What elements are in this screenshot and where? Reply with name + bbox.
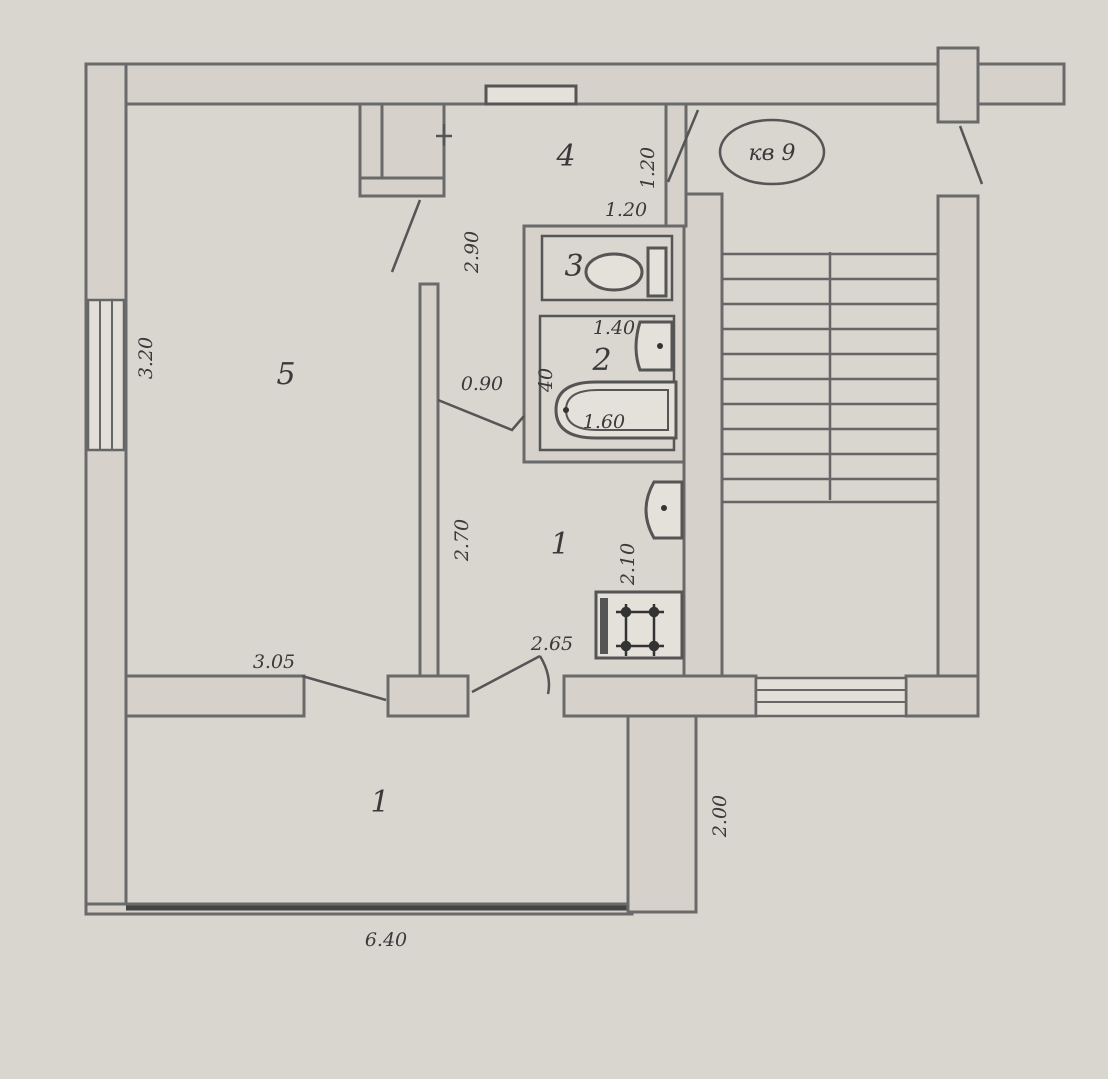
dim-2-90: 2.90 (461, 231, 483, 274)
staircase (722, 252, 938, 718)
dim-1-60: 1.60 (583, 411, 625, 433)
closet-bottom (358, 176, 446, 198)
partition-5-1 (418, 282, 440, 678)
mid-wall-right (562, 674, 758, 718)
corner-column (936, 46, 980, 124)
dim-6-40: 6.40 (365, 929, 407, 951)
top-vent (484, 84, 578, 106)
dim-1-40: 1.40 (593, 317, 635, 339)
room-number-5: 5 (276, 357, 295, 392)
door-5 (390, 199, 422, 273)
left-window (86, 298, 126, 452)
dim-1-20-horizontal: 1.20 (605, 199, 647, 221)
apartment-label: кв 9 (749, 141, 796, 166)
right-lower-pier (626, 714, 698, 914)
kitchen-sink-icon (644, 480, 684, 540)
stove-icon (594, 590, 684, 660)
door-lower-left (301, 674, 387, 702)
door-lower-right (471, 654, 541, 694)
dim-2-65: 2.65 (530, 633, 573, 655)
dim-3-20: 3.20 (135, 337, 157, 379)
exterior-walls (84, 46, 1066, 916)
room-number-3: 3 (564, 249, 583, 284)
door-stair (958, 125, 984, 185)
toilet-icon (584, 246, 668, 298)
left-wall (84, 62, 128, 916)
stair-left-wall (682, 192, 724, 718)
room-number-1-kitchen: 1 (550, 527, 569, 562)
dim-2-70: 2.70 (451, 519, 473, 562)
stair-right-wall (936, 194, 980, 718)
dim-1-20-vertical: 1.20 (637, 147, 659, 189)
dim-3-05: 3.05 (253, 651, 295, 673)
bathtub-icon (554, 380, 678, 440)
dim-40: 40 (535, 368, 557, 393)
door-entrance (666, 109, 700, 183)
room-number-1-lower: 1 (370, 785, 389, 820)
dim-2-00: 2.00 (709, 795, 731, 838)
dim-2-10: 2.10 (617, 543, 639, 586)
room-number-4: 4 (555, 139, 575, 174)
bath-sink-icon (634, 320, 674, 372)
mid-wall-left (124, 674, 306, 718)
doors (301, 109, 984, 702)
room-number-2: 2 (591, 343, 611, 378)
apartment-label-oval (718, 118, 826, 186)
dim-0-90: 0.90 (461, 373, 503, 395)
mid-wall-column (386, 674, 470, 718)
stair-right-base (904, 674, 980, 718)
closet (380, 102, 446, 180)
fixtures (554, 246, 684, 660)
door-kitchen (437, 398, 525, 432)
